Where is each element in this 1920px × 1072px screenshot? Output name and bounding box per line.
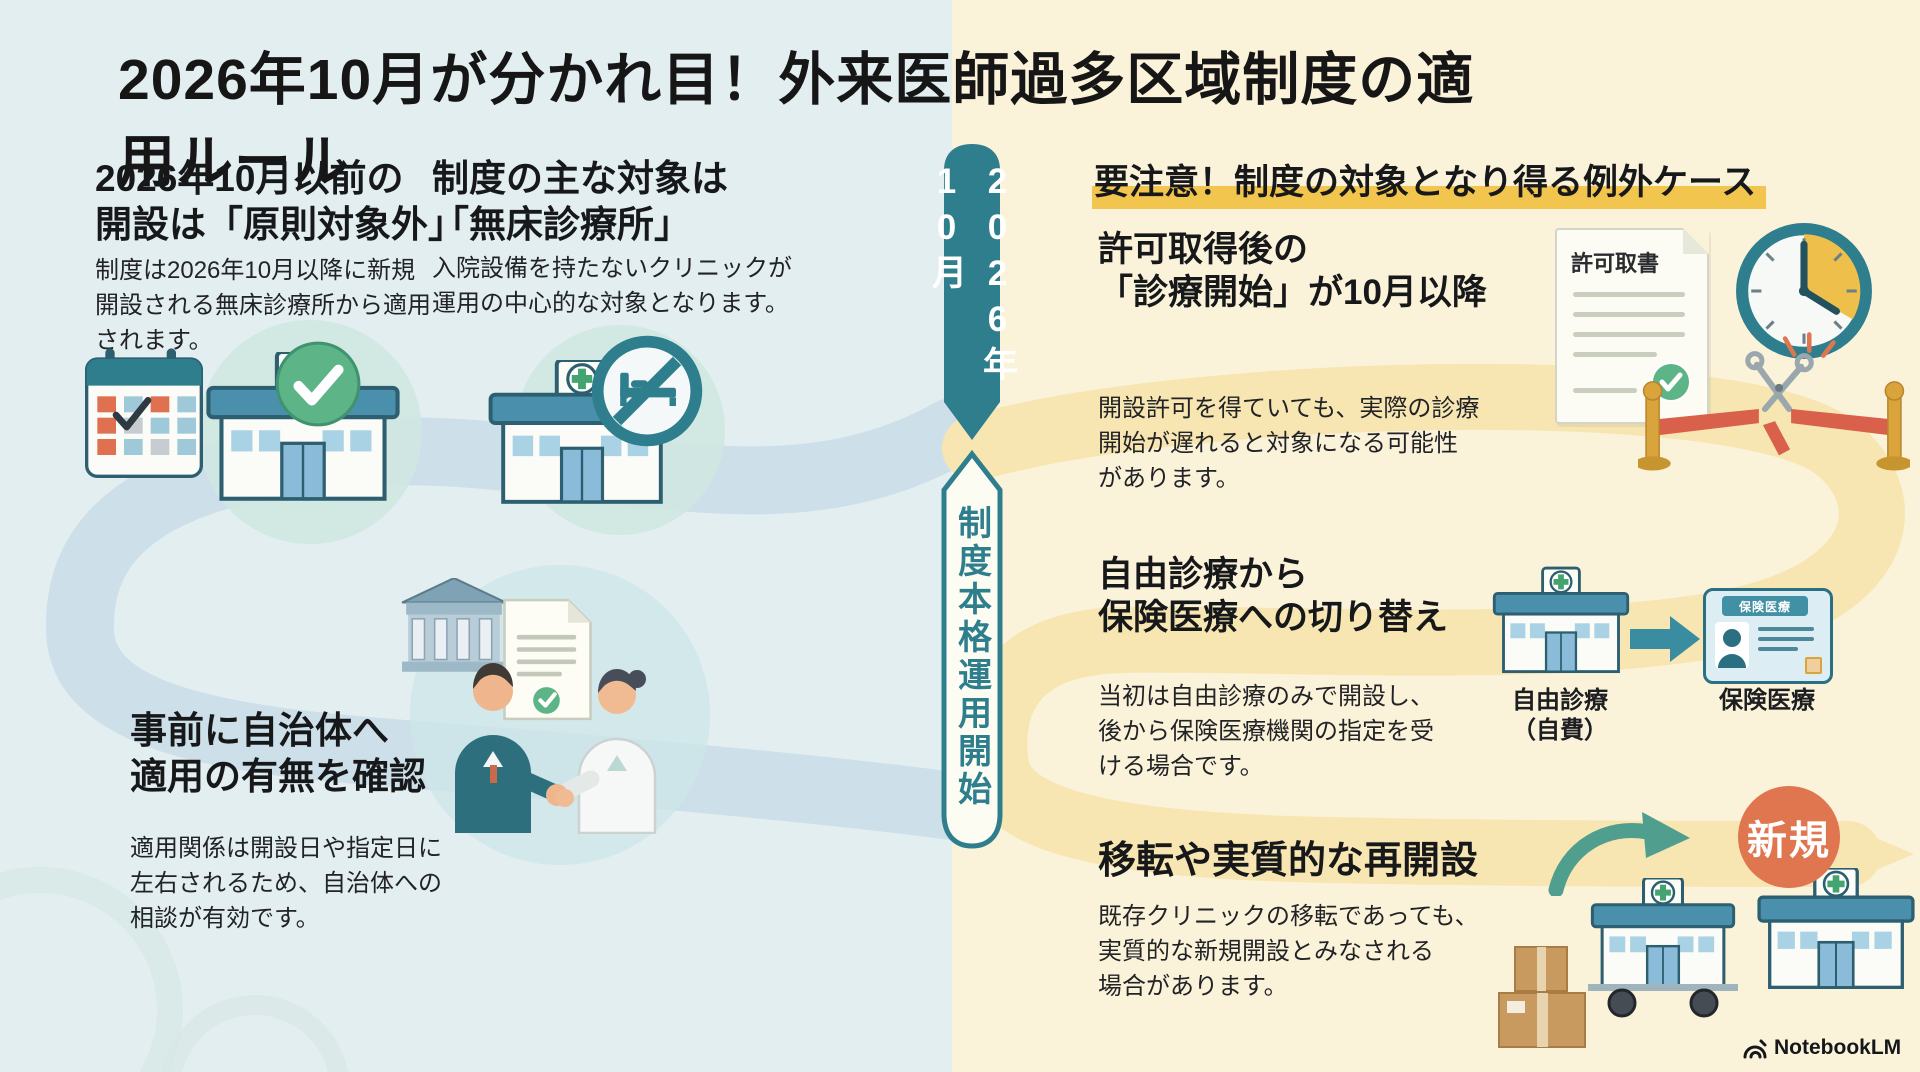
page-fold-corner xyxy=(1683,228,1709,254)
ribbon-cutting-icon xyxy=(1638,332,1910,471)
section-main-target-heading: 制度の主な対象は 「無床診療所」 xyxy=(432,158,728,245)
insurance-card-icon: 保険医療 xyxy=(1703,588,1833,684)
timeline-start-label: 制度本格運用開始 xyxy=(952,505,991,809)
clock-icon xyxy=(1736,223,1872,359)
truck-wheels-icon xyxy=(1588,984,1738,1018)
page-title: 2026年10月が分かれ目！外来医師過多区域制度の適用ルール xyxy=(118,48,1475,194)
insured-practice-label: 保険医療 xyxy=(1719,687,1815,714)
moving-boxes-icon xyxy=(1498,946,1586,1048)
section-before-opening-heading: 2026年10月以前の 開設は「原則対象外」 xyxy=(95,158,465,245)
case-insurance-switch-heading: 自由診療から 保険医療への切り替え xyxy=(1098,555,1449,638)
check-circle-icon xyxy=(275,341,361,427)
section-main-target-body: 入院設備を持たないクリニックが 運用の中心的な対象となります。 xyxy=(432,255,792,317)
permit-document-label: 許可取書 xyxy=(1571,251,1660,276)
new-badge: 新規 xyxy=(1738,786,1840,888)
government-building-icon xyxy=(401,578,507,672)
case-delayed-start-body: 開設許可を得ていても、実際の診療 開始が遅れると対象になる可能性 があります。 xyxy=(1098,395,1480,492)
notebooklm-brand-text: NotebookLM xyxy=(1774,1036,1902,1059)
case-insurance-switch-body: 当初は自由診療のみで開設し、 後から保険医療機関の指定を受 ける場合です。 xyxy=(1098,683,1434,780)
arrow-right-icon xyxy=(1630,616,1702,662)
case-delayed-start-heading: 許可取得後の 「診療開始」が10月以降 xyxy=(1098,230,1487,313)
notebooklm-logo-icon xyxy=(1743,1039,1767,1059)
section-before-opening-body: 制度は2026年10月以降に新規 開設される無床診療所から適用 されます。 xyxy=(95,257,431,354)
section-municipality-check-heading: 事前に自治体へ 適用の有無を確認 xyxy=(130,710,426,797)
calendar-icon xyxy=(85,348,203,478)
card-chip xyxy=(1805,657,1822,674)
clinic-building-icon xyxy=(1492,566,1630,674)
free-practice-label: 自由診療 （自費） xyxy=(1512,687,1608,744)
person-silhouette-icon xyxy=(1715,622,1749,668)
case-relocation-heading: 移転や実質的な再開設 xyxy=(1098,840,1479,882)
curved-arrow-icon xyxy=(1548,812,1690,896)
insurance-card-title: 保険医療 xyxy=(1722,596,1808,616)
no-bed-prohibition-icon xyxy=(591,335,703,447)
permit-document-icon: 許可取書 xyxy=(1555,228,1709,424)
section-municipality-check-body: 適用関係は開設日や指定日に 左右されるため、自治体への 相談が有効です。 xyxy=(130,835,442,932)
handshake-people-icon xyxy=(455,663,657,834)
timeline-date-banner xyxy=(944,144,1000,440)
exception-cases-header: 要注意！制度の対象となり得る例外ケース xyxy=(1092,154,1767,209)
notebooklm-watermark: NotebookLM xyxy=(1742,1036,1901,1060)
timeline-start-banner xyxy=(941,449,1003,849)
case-relocation-body: 既存クリニックの移転であっても、 実質的な新規開設とみなされる 場合があります。 xyxy=(1098,903,1479,1000)
timeline-date-label: 2026年10月 xyxy=(927,162,1017,388)
